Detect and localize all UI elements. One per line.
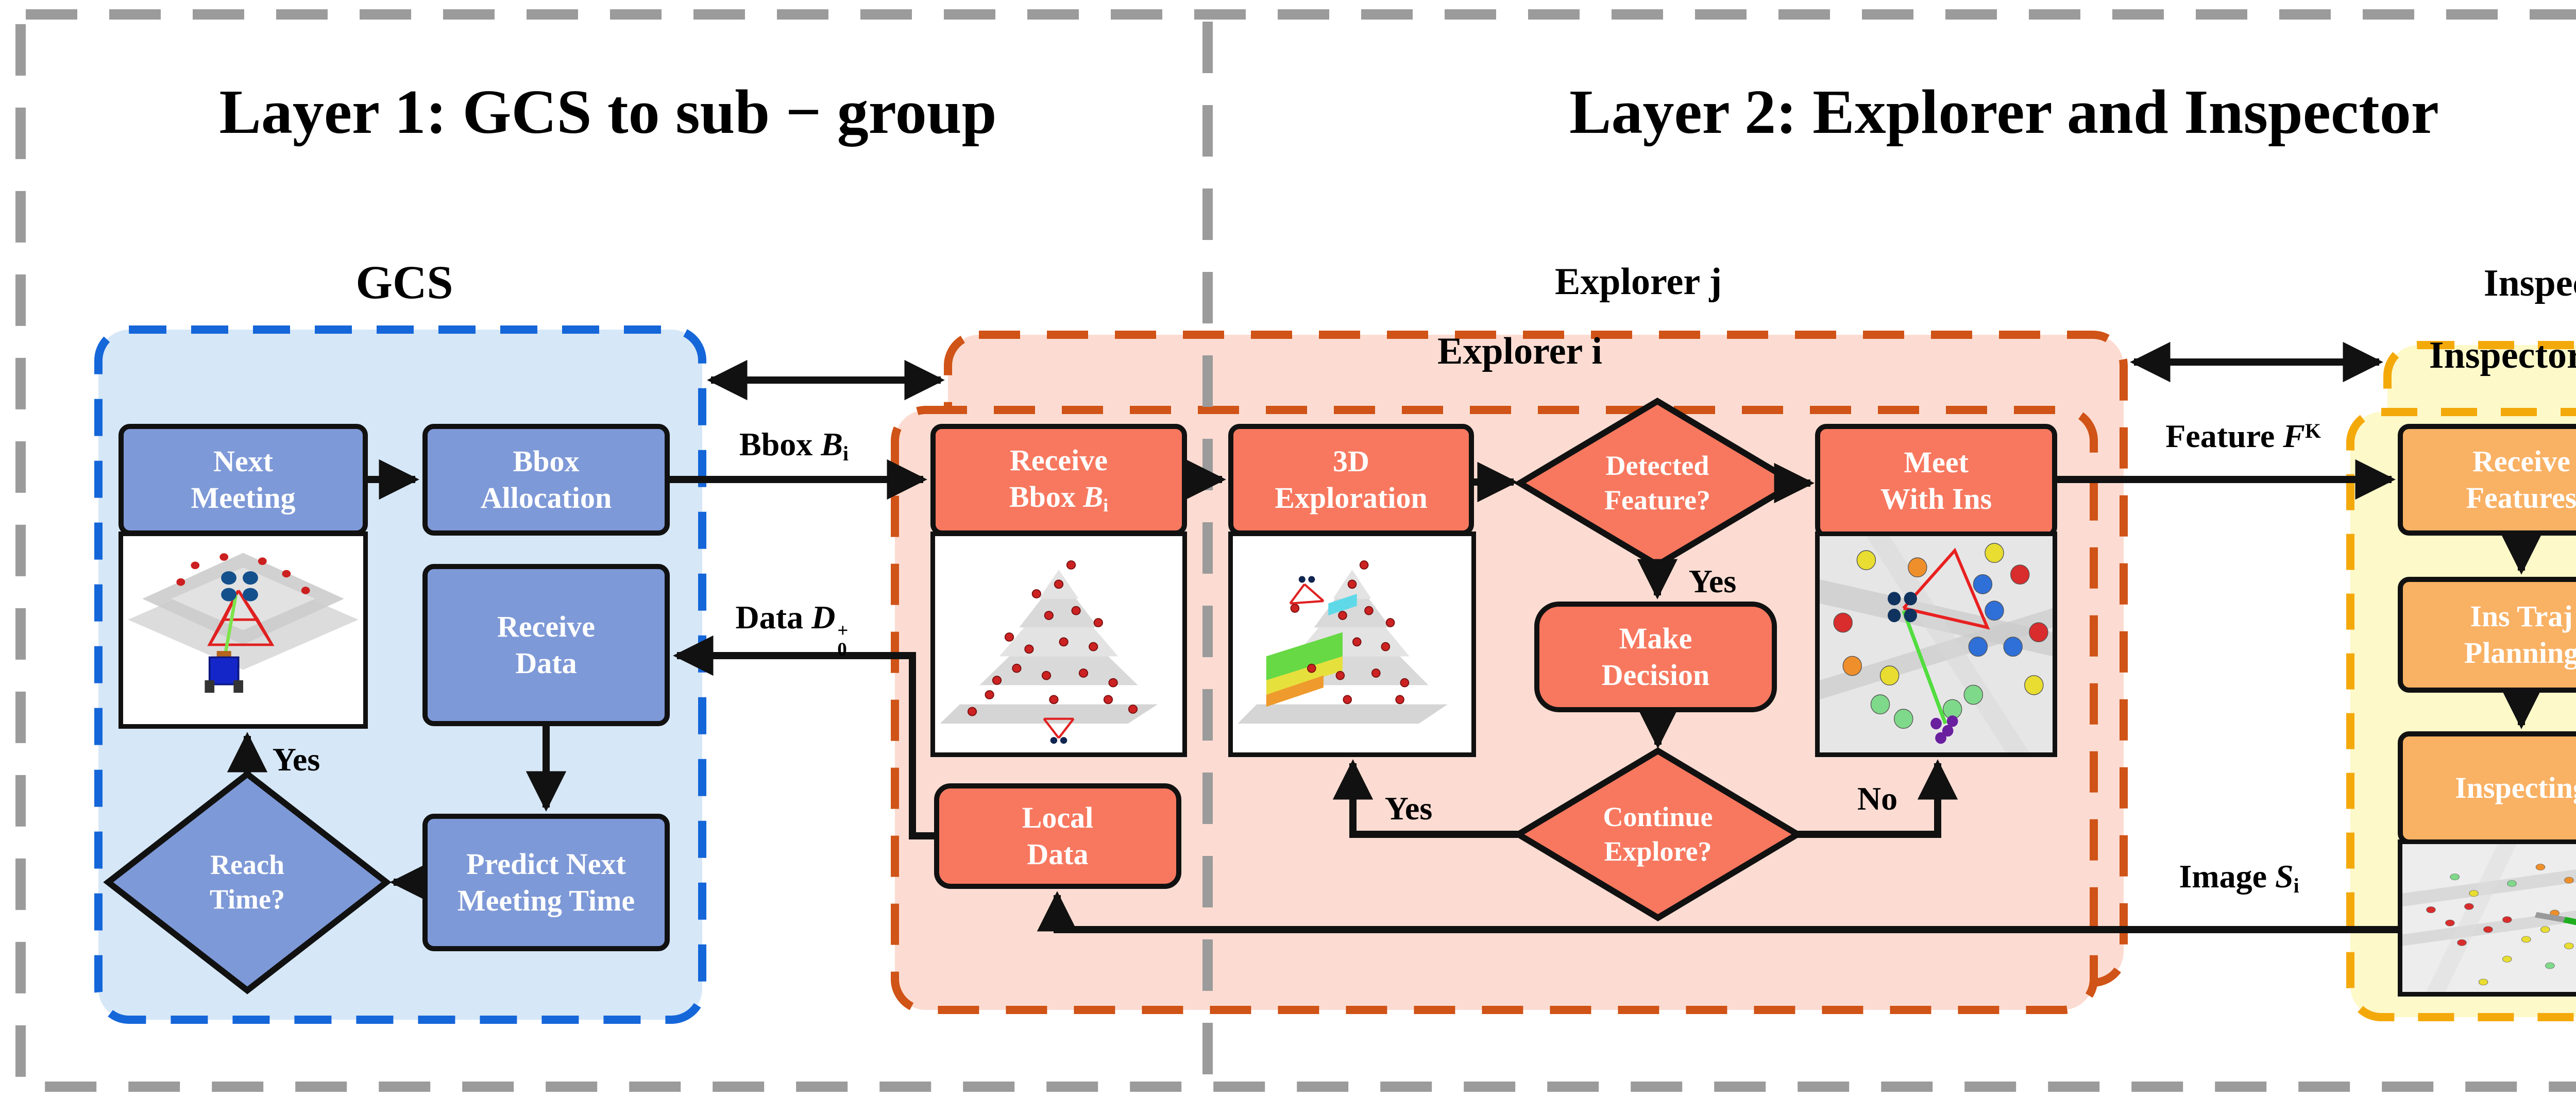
receive-data-line1: Receive (497, 609, 595, 643)
exploration-node: 3D Exploration (1228, 424, 1474, 536)
next-meeting-line2: Meeting (191, 481, 296, 514)
local-data-line1: Local (1022, 800, 1094, 834)
drone-frustum-icon (1289, 576, 1325, 605)
predict-line2: Meeting Time (457, 883, 635, 917)
meet-line1: Meet (1904, 445, 1969, 479)
meet-with-ins-node: Meet With Ins (1815, 424, 2057, 538)
edge-label-bbox: Bbox Bi (739, 426, 849, 465)
comm-line (222, 594, 238, 662)
arrow-continue-no-branch (1798, 759, 1958, 838)
gcs-label: GCS (355, 256, 453, 308)
explorer-i-label: Explorer i (1437, 330, 1602, 372)
reach-time-diamond (103, 770, 392, 994)
arrow-image-to-local-data (1037, 891, 2398, 933)
layer1-title: Layer 1: GCS to sub − group (219, 77, 997, 147)
red-frustum (207, 590, 275, 646)
make-decision-line1: Make (1619, 621, 1692, 655)
exploration-line2: Exploration (1275, 481, 1428, 514)
continue-explore-label: Continue Explore? (1603, 801, 1713, 867)
ins-traj-line2: Planning (2464, 636, 2576, 670)
ins-traj-line1: Ins Traj (2470, 599, 2573, 633)
received-bbox-map-image (930, 531, 1187, 757)
feature-dots (1290, 560, 1410, 705)
red-frustum (1902, 547, 1990, 630)
ins-traj-planning-node: Ins Traj Planning (2398, 577, 2576, 693)
receive-features-node: Receive Features (2398, 424, 2576, 536)
detected-yes-label: Yes (1688, 563, 1737, 599)
inspector-k-label: Inspector k (2429, 334, 2576, 376)
arrow-continue-yes-branch (1332, 759, 1518, 838)
receive-bbox-line2: Bbox Bi (1009, 479, 1109, 516)
semantic-spheres (1833, 543, 2048, 729)
purple-cluster (1930, 715, 1958, 744)
drone-icon (1887, 592, 1917, 623)
reach-time-label: Reach Time? (210, 849, 285, 915)
next-meeting-node: Next Meeting (118, 424, 368, 536)
inspecting-node: Inspecting (2398, 731, 2576, 845)
predict-next-meeting-node: Predict Next Meeting Time (422, 814, 670, 951)
local-data-line2: Data (1027, 837, 1089, 871)
receive-bbox-line1: Receive (1010, 443, 1108, 477)
comm-line (1902, 610, 1947, 725)
exploration-line1: 3D (1333, 444, 1369, 478)
explorer-j-label: Explorer j (1554, 261, 1722, 303)
edge-label-feature: Feature FK (2165, 418, 2321, 454)
local-data-node: Local Data (934, 783, 1181, 889)
meet-scene-image (1815, 531, 2057, 757)
bbox-allocation-node: Bbox Allocation (422, 424, 670, 536)
heatmap-bands (1266, 594, 1357, 707)
inspecting-scene-image (2398, 839, 2576, 997)
detected-feature-label: Detected Feature? (1604, 450, 1710, 516)
bbox-allocation-line1: Bbox (513, 444, 580, 478)
exploration-heatmap-image (1228, 531, 1476, 757)
bbox-allocation-line2: Allocation (480, 481, 612, 514)
continue-yes-label: Yes (1384, 790, 1433, 827)
layer2-title: Layer 2: Explorer and Inspector (1569, 77, 2439, 147)
inspecting-line1: Inspecting (2455, 770, 2576, 804)
explorer-i-container (891, 406, 2098, 1014)
gcs-yes-label: Yes (272, 741, 320, 778)
arrow-local-data-to-receive-data (673, 635, 939, 839)
receive-features-line1: Receive (2472, 444, 2570, 478)
receive-data-node: Receive Data (422, 564, 670, 726)
make-decision-line2: Decision (1601, 658, 1710, 692)
make-decision-node: Make Decision (1534, 602, 1777, 712)
receive-features-line2: Features (2466, 481, 2576, 514)
edge-label-data: Data D+0 (735, 599, 849, 661)
meet-line2: With Ins (1880, 482, 1992, 516)
edge-label-image: Image Si (2179, 858, 2299, 897)
meeting-scene-image (118, 531, 368, 729)
receive-data-line2: Data (515, 646, 577, 680)
inspector-h-label: Inspector h (2483, 262, 2576, 304)
feature-dots (967, 560, 1138, 716)
figure-border (15, 9, 2576, 1092)
feature-dots (176, 553, 310, 594)
camera-rod (2534, 912, 2566, 922)
drone-icon (221, 571, 258, 602)
inspection-beam (2563, 917, 2576, 925)
predict-line1: Predict Next (466, 847, 626, 881)
drone-frustum-icon (1043, 717, 1075, 744)
next-meeting-line1: Next (213, 444, 273, 478)
ground-robot-icon (205, 651, 243, 693)
continue-no-label: No (1857, 780, 1898, 817)
inspection-dots (2426, 864, 2574, 986)
receive-bbox-node: Receive Bbox Bi (930, 424, 1187, 536)
